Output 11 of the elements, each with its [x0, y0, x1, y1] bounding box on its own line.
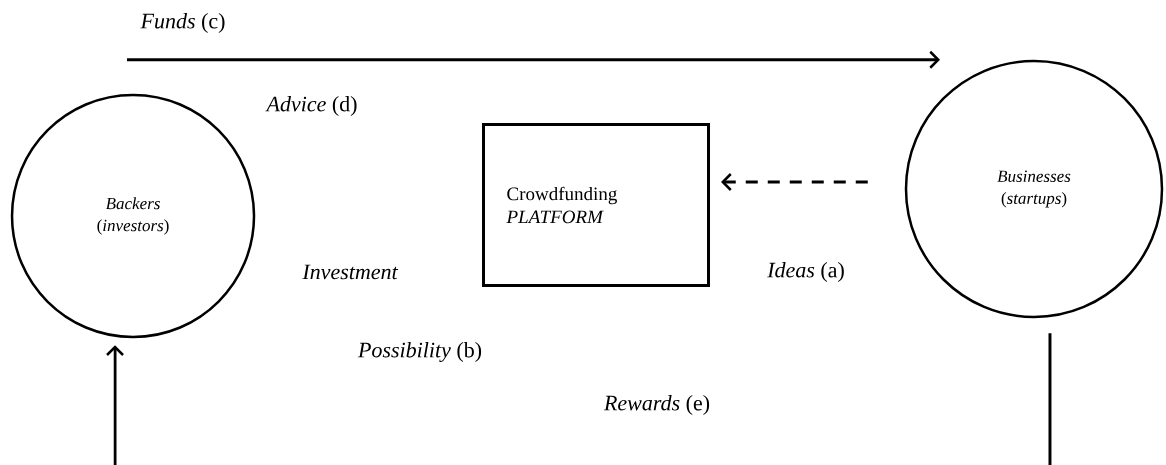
circle-node: Backers (investors): [10, 93, 256, 339]
arrow: [721, 173, 868, 191]
flow-label: Ideas (a): [767, 262, 844, 282]
flow-label: Investment: [302, 264, 399, 280]
arrow: [106, 345, 124, 465]
platform-box: Crowdfunding PLATFORM: [482, 123, 710, 287]
arrow: [127, 50, 940, 69]
circle-node: Businesses (startups): [904, 59, 1164, 319]
flow-label: Funds (c): [140, 13, 225, 33]
flow-label: Possibility (b): [357, 342, 482, 362]
flow-label: Rewards (e): [603, 395, 710, 415]
